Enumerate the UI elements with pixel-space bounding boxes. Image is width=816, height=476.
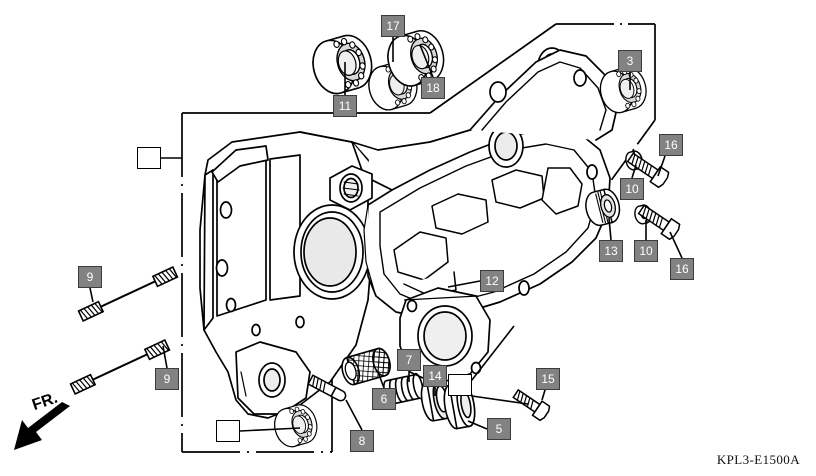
callout-label: 16 [664, 138, 678, 152]
callout-label: 3 [626, 54, 634, 68]
callout-8[interactable]: 8 [350, 430, 374, 452]
empty-callout-box-left[interactable] [137, 147, 161, 169]
callout-14[interactable]: 14 [423, 365, 447, 387]
callout-label: 5 [495, 422, 503, 436]
callout-label: 10 [625, 182, 639, 196]
callout-5[interactable]: 5 [487, 418, 511, 440]
callout-label: 12 [485, 274, 499, 288]
callout-6[interactable]: 6 [372, 388, 396, 410]
front-arrow-icon [14, 402, 70, 450]
callout-label: 8 [358, 434, 366, 448]
callout-label: 9 [86, 270, 94, 284]
callout-label: 6 [380, 392, 388, 406]
callout-label: 15 [541, 372, 555, 386]
callout-10-lower[interactable]: 10 [634, 240, 658, 262]
callout-16-lower[interactable]: 16 [670, 258, 694, 280]
callout-label: 16 [675, 262, 689, 276]
callout-label: 9 [163, 372, 171, 386]
callout-12[interactable]: 12 [480, 270, 504, 292]
empty-callout-box-bottom[interactable] [216, 420, 240, 442]
callout-label: 11 [338, 99, 352, 113]
callout-9-upper[interactable]: 9 [78, 266, 102, 288]
callout-10-upper[interactable]: 10 [620, 178, 644, 200]
callout-label: 14 [428, 369, 442, 383]
callout-11[interactable]: 11 [333, 95, 357, 117]
callout-16-upper[interactable]: 16 [659, 134, 683, 156]
callout-18[interactable]: 18 [421, 77, 445, 99]
callout-label: 17 [386, 19, 400, 33]
callout-label: 10 [639, 244, 653, 258]
callout-label: 13 [604, 244, 618, 258]
callout-9-lower[interactable]: 9 [155, 368, 179, 390]
callout-13[interactable]: 13 [599, 240, 623, 262]
empty-callout-box-center[interactable] [448, 374, 472, 396]
callout-15[interactable]: 15 [536, 368, 560, 390]
callout-17[interactable]: 17 [381, 15, 405, 37]
callout-3[interactable]: 3 [618, 50, 642, 72]
callout-7[interactable]: 7 [397, 349, 421, 371]
part-number: KPL3-E1500A [716, 452, 800, 467]
callout-label: 7 [405, 353, 413, 367]
callout-label: 18 [426, 81, 440, 95]
